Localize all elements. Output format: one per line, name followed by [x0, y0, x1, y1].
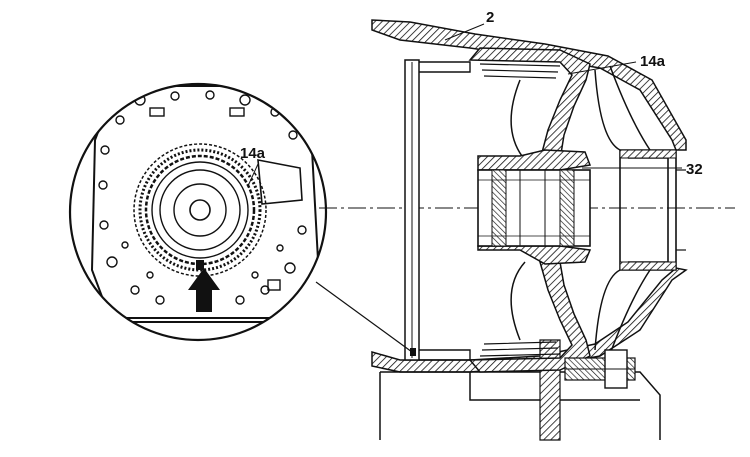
detail-leader	[315, 281, 413, 353]
detail-inset	[68, 82, 328, 342]
bearing	[477, 149, 592, 265]
callout-plate-inset: 14a	[240, 145, 266, 162]
front-cover	[404, 59, 471, 361]
bolt	[564, 349, 636, 389]
leader-housing	[444, 23, 485, 41]
callout-housing: 2	[486, 9, 494, 26]
housing-section	[371, 19, 688, 441]
arrow-up-icon	[188, 268, 220, 312]
leader-plate	[567, 61, 637, 75]
leader-inset-plate	[247, 163, 259, 187]
callout-plate-main: 14a	[640, 53, 666, 70]
callout-bearing: 32	[686, 161, 703, 178]
